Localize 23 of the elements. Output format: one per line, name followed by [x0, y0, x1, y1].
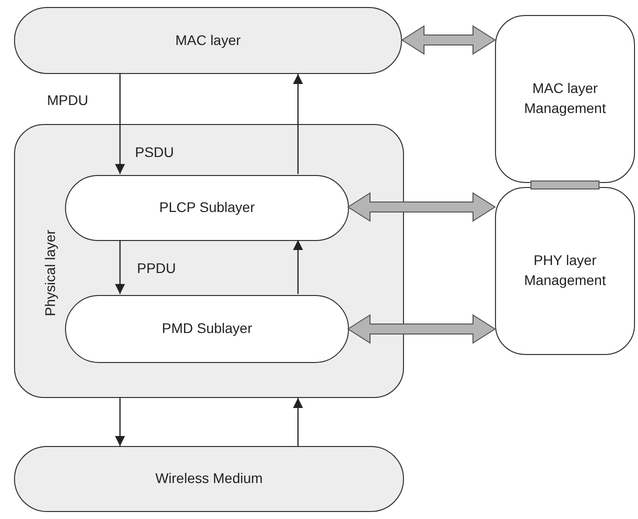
management-box — [495, 187, 635, 355]
double-arrow — [401, 25, 496, 55]
node-label: Wireless Medium — [155, 469, 263, 488]
arrow — [115, 398, 125, 446]
data-unit-label: PSDU — [135, 144, 174, 160]
group-box — [14, 124, 404, 398]
node-label: PHY layer Management — [523, 251, 607, 290]
group-label: Physical layer — [42, 230, 58, 316]
node-label: PMD Sublayer — [162, 319, 252, 338]
arrow — [115, 74, 125, 174]
data-unit-label: MPDU — [47, 92, 88, 108]
double-arrow — [347, 192, 496, 222]
node-label: MAC layer — [175, 30, 241, 50]
node-label: PLCP Sublayer — [159, 198, 255, 218]
management-box — [495, 15, 635, 183]
double-arrow — [347, 314, 496, 344]
data-unit-label: PPDU — [137, 260, 176, 276]
arrow — [115, 240, 125, 294]
node-label: MAC layer Management — [523, 79, 607, 118]
arrow — [293, 240, 303, 294]
arrow — [293, 74, 303, 174]
arrow — [293, 398, 303, 446]
connector-bar — [530, 180, 600, 190]
